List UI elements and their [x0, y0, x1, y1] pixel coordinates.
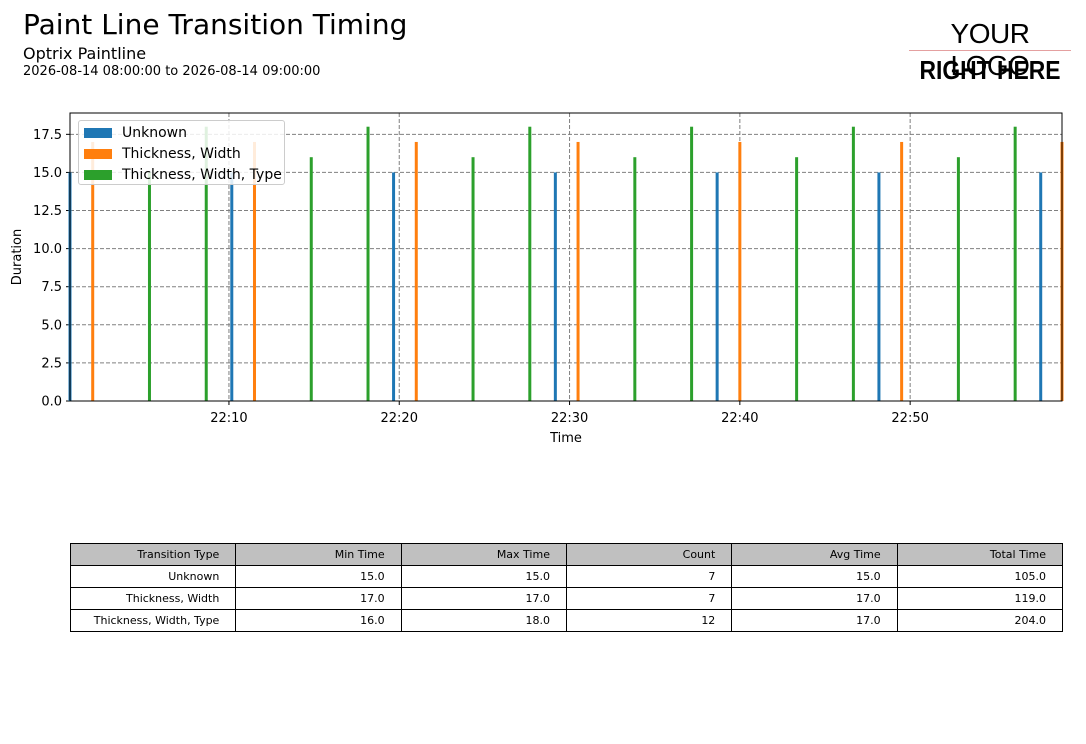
column-header: Count: [565, 543, 733, 566]
logo-divider: [909, 50, 1071, 51]
legend-label: Unknown: [122, 125, 187, 141]
transition-summary-table: Transition Type Min Time Max Time Count …: [69, 543, 1064, 632]
bar-thickness-width: [91, 141, 95, 401]
table-cell: 105.0: [896, 565, 1064, 588]
y-tick-label: 0.0: [41, 395, 62, 410]
column-header: Transition Type: [69, 543, 237, 566]
x-tick-label: 22:40: [721, 411, 758, 426]
bar-thickness-width: [900, 141, 904, 401]
bar-thickness-width-type: [147, 172, 151, 401]
y-tick-label: 15.0: [33, 166, 62, 181]
bar-thickness-width-type: [204, 126, 208, 401]
table-header-row: Transition Type Min Time Max Time Count …: [69, 543, 1064, 566]
table-cell: 17.0: [400, 587, 567, 610]
bar-thickness-width-type: [366, 126, 370, 401]
x-tick-label: 22:30: [551, 411, 588, 426]
legend-label: Thickness, Width, Type: [122, 167, 282, 183]
bar-unknown: [230, 172, 234, 401]
bar-unknown: [392, 172, 396, 401]
logo-placeholder: YOUR LOGO RIGHT HERE: [909, 16, 1071, 88]
bar-thickness-width-type: [1013, 126, 1017, 401]
bar-thickness-width-type: [851, 126, 855, 401]
table-row: Thickness, Width, Type 16.0 18.0 12 17.0…: [69, 609, 1064, 632]
column-header: Min Time: [235, 543, 402, 566]
bar-thickness-width: [414, 141, 418, 401]
table-cell: Thickness, Width, Type: [69, 609, 237, 632]
bar-thickness-width-type: [633, 157, 637, 401]
logo-line-2: RIGHT HERE: [919, 55, 1061, 85]
table-cell: 15.0: [400, 565, 567, 588]
bar-thickness-width-type: [528, 126, 532, 401]
table-cell: 12: [565, 609, 733, 632]
column-header: Avg Time: [731, 543, 898, 566]
plot-frame: [69, 112, 1063, 402]
table-cell: 15.0: [235, 565, 402, 588]
x-axis-label: Time: [549, 431, 582, 446]
y-tick-label: 10.0: [33, 242, 62, 257]
bar-thickness-width-type: [309, 157, 313, 401]
date-range: 2026-08-14 08:00:00 to 2026-08-14 09:00:…: [23, 64, 321, 79]
bar-thickness-width-type: [795, 157, 799, 401]
bar-unknown: [1039, 172, 1043, 401]
x-tick-label: 22:10: [210, 411, 247, 426]
table-cell: Unknown: [69, 565, 237, 588]
table-cell: 17.0: [731, 587, 898, 610]
report-title: Paint Line Transition Timing: [23, 8, 408, 41]
bar-thickness-width: [576, 141, 580, 401]
y-tick-label: 2.5: [41, 356, 62, 371]
bar-thickness-width: [738, 141, 742, 401]
table-cell: 204.0: [896, 609, 1064, 632]
legend-swatch-unknown: [84, 128, 112, 138]
legend-swatch-thickness-width-type: [84, 170, 112, 180]
column-header: Total Time: [896, 543, 1064, 566]
bar-unknown: [553, 172, 557, 401]
legend-swatch-thickness-width: [84, 149, 112, 159]
table-cell: 17.0: [731, 609, 898, 632]
report-subtitle: Optrix Paintline: [23, 44, 147, 63]
table-cell: 119.0: [896, 587, 1064, 610]
y-tick-label: 12.5: [33, 204, 62, 219]
y-axis-label: Duration: [10, 229, 25, 285]
x-tick-label: 22:20: [381, 411, 418, 426]
table-cell: 15.0: [731, 565, 898, 588]
bar-unknown: [715, 172, 719, 401]
table-cell: 7: [565, 565, 733, 588]
y-tick-label: 5.0: [41, 318, 62, 333]
chart-legend: Unknown Thickness, Width Thickness, Widt…: [78, 120, 285, 185]
table-row: Thickness, Width 17.0 17.0 7 17.0 119.0: [69, 587, 1064, 610]
bar-thickness-width-type: [956, 157, 960, 401]
x-tick-label: 22:50: [891, 411, 928, 426]
table-cell: 16.0: [235, 609, 402, 632]
bar-thickness-width-type: [471, 157, 475, 401]
table-cell: Thickness, Width: [69, 587, 237, 610]
bar-thickness-width-type: [690, 126, 694, 401]
column-header: Max Time: [400, 543, 567, 566]
table-cell: 17.0: [235, 587, 402, 610]
table-cell: 7: [565, 587, 733, 610]
bar-unknown: [877, 172, 881, 401]
y-tick-label: 7.5: [41, 280, 62, 295]
logo-line-1: YOUR LOGO: [950, 18, 1030, 81]
table-row: Unknown 15.0 15.0 7 15.0 105.0: [69, 565, 1064, 588]
table-cell: 18.0: [400, 609, 567, 632]
bar-thickness-width: [252, 141, 256, 401]
y-tick-label: 17.5: [33, 128, 62, 143]
legend-label: Thickness, Width: [122, 146, 241, 162]
